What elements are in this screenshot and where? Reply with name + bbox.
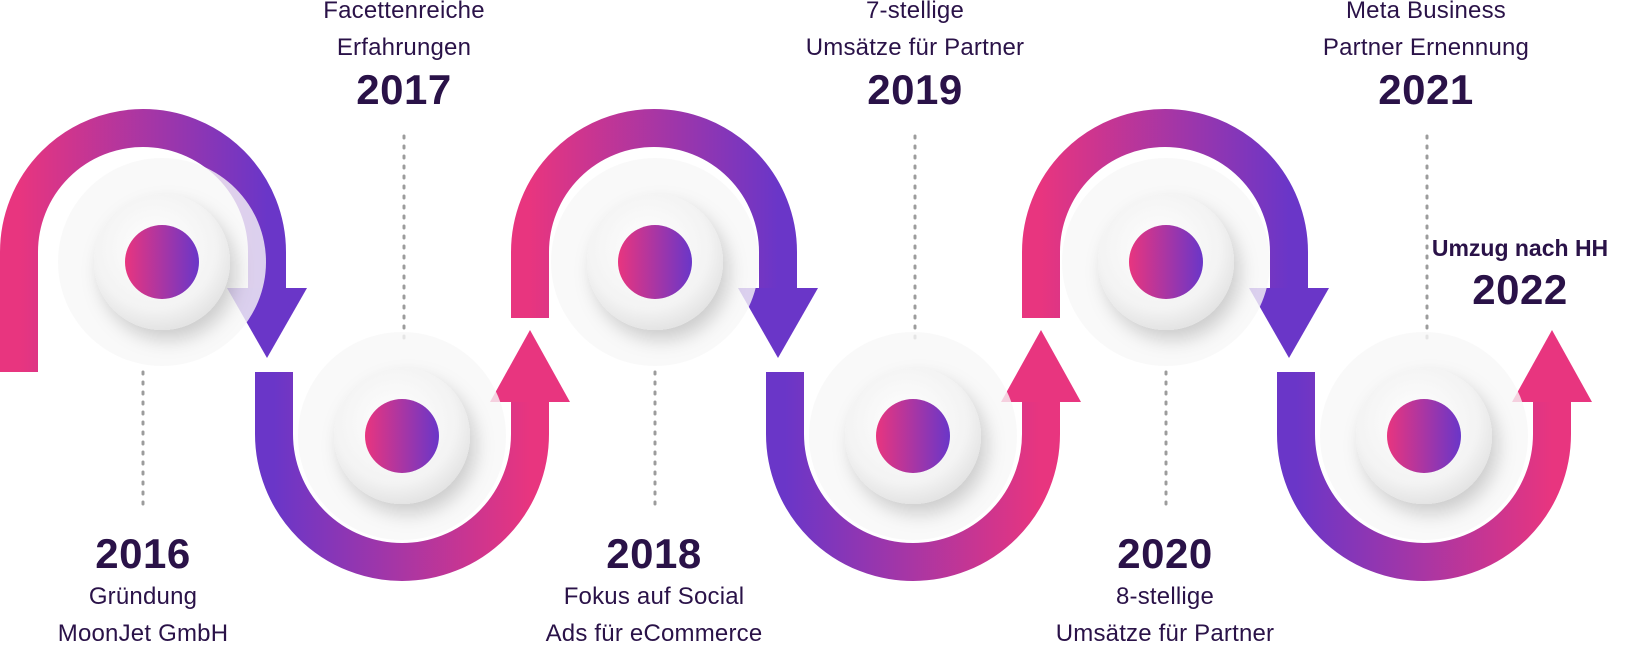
arch-top-2 — [511, 109, 818, 358]
milestone-desc-line: Partner Ernennung — [1322, 34, 1530, 61]
year-label: 2018 — [606, 530, 702, 577]
arrow-down-3 — [1249, 288, 1329, 358]
u-bottom-1 — [255, 330, 570, 581]
milestone-desc-line: Erfahrungen — [336, 34, 472, 61]
arrow-up-1 — [490, 330, 570, 402]
node-2021 — [1320, 332, 1528, 540]
year-label: 2019 — [867, 66, 963, 113]
milestone-2021: Meta Business Partner Ernennung 2021 — [1266, 0, 1586, 114]
arrow-down-2 — [738, 288, 818, 358]
milestone-desc-line: 8-stellige — [1115, 583, 1215, 610]
milestone-desc-line: Gründung — [88, 583, 198, 610]
arrow-up-3 — [1512, 330, 1592, 402]
milestone-2016: 2016 Gründung MoonJet GmbH — [0, 530, 303, 652]
node-2019 — [809, 332, 1017, 540]
u-bottom-2 — [766, 330, 1081, 581]
year-label: 2022 — [1472, 266, 1568, 313]
milestone-2017: Facettenreiche Erfahrungen 2017 — [244, 0, 564, 114]
milestone-desc-line: 7-stellige — [865, 0, 965, 24]
milestone-desc-line: MoonJet GmbH — [57, 620, 229, 647]
milestone-2018: 2018 Fokus auf Social Ads für eCommerce — [494, 530, 814, 652]
node-2016 — [58, 158, 266, 366]
milestone-desc-line: Umsätze für Partner — [805, 34, 1025, 61]
year-label: 2017 — [356, 66, 452, 113]
node-2020 — [1062, 158, 1270, 366]
node-2018 — [551, 158, 759, 366]
milestone-desc-line: Umzug nach HH — [1431, 235, 1609, 261]
arrow-up-2 — [1001, 330, 1081, 402]
u-bottom-3 — [1277, 330, 1592, 581]
year-label: 2020 — [1117, 530, 1213, 577]
node-2017 — [298, 332, 506, 540]
milestone-desc-line: Umsätze für Partner — [1055, 620, 1275, 647]
milestone-desc-line: Fokus auf Social — [563, 583, 745, 610]
milestone-desc-line: Facettenreiche — [323, 0, 485, 24]
milestone-2020: 2020 8-stellige Umsätze für Partner — [1005, 530, 1325, 652]
milestone-2022: Umzug nach HH 2022 — [1400, 230, 1640, 314]
year-label: 2016 — [95, 530, 191, 577]
arch-top-3 — [1022, 109, 1329, 358]
milestone-desc-line: Ads für eCommerce — [545, 620, 763, 647]
milestone-2019: 7-stellige Umsätze für Partner 2019 — [755, 0, 1075, 114]
year-label: 2021 — [1378, 66, 1474, 113]
milestone-desc-line: Meta Business — [1345, 0, 1506, 24]
